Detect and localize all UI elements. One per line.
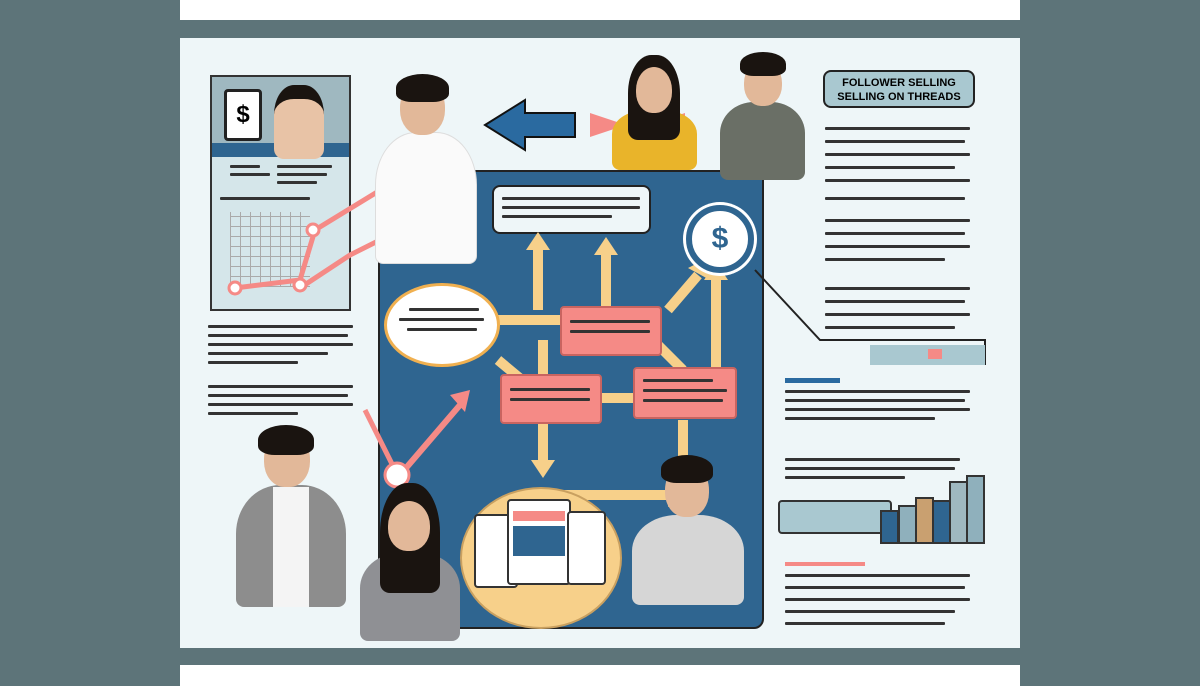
top-callout bbox=[492, 185, 651, 234]
phone-dollar-icon: $ bbox=[224, 89, 262, 141]
top-strip bbox=[180, 0, 1020, 20]
growth-chart bbox=[230, 212, 310, 287]
flow-box-3 bbox=[633, 367, 737, 419]
media-circle bbox=[460, 487, 622, 629]
flow-box-2 bbox=[500, 374, 602, 424]
bar-graphic bbox=[778, 475, 988, 550]
right-text-block-2 bbox=[785, 378, 970, 438]
person-green-shirt bbox=[720, 50, 805, 180]
connector-arrows bbox=[362, 390, 470, 489]
right-text-block-3 bbox=[785, 458, 960, 488]
right-text-block bbox=[825, 127, 975, 337]
title-box: FOLLOWER SELLING SELLING ON THREADS bbox=[823, 70, 975, 108]
person-girl-yellow bbox=[612, 55, 697, 170]
growth-arrows bbox=[227, 175, 400, 296]
connector-line bbox=[754, 269, 986, 365]
person-cardigan bbox=[228, 425, 348, 607]
left-text-block bbox=[208, 325, 353, 435]
title-line-2: SELLING ON THREADS bbox=[837, 91, 961, 103]
avatar bbox=[274, 85, 324, 159]
dollar-badge-icon: $ bbox=[686, 205, 754, 273]
person-girl-gray bbox=[355, 483, 465, 641]
person-standing bbox=[370, 72, 480, 264]
speech-bubble bbox=[384, 283, 500, 367]
profile-card: $ bbox=[210, 75, 351, 311]
right-text-block-4 bbox=[785, 562, 970, 632]
person-gray-tee bbox=[628, 455, 746, 605]
flow-box-1 bbox=[560, 306, 662, 356]
title-line-1: FOLLOWER SELLING bbox=[842, 77, 956, 89]
bottom-strip bbox=[180, 665, 1020, 686]
